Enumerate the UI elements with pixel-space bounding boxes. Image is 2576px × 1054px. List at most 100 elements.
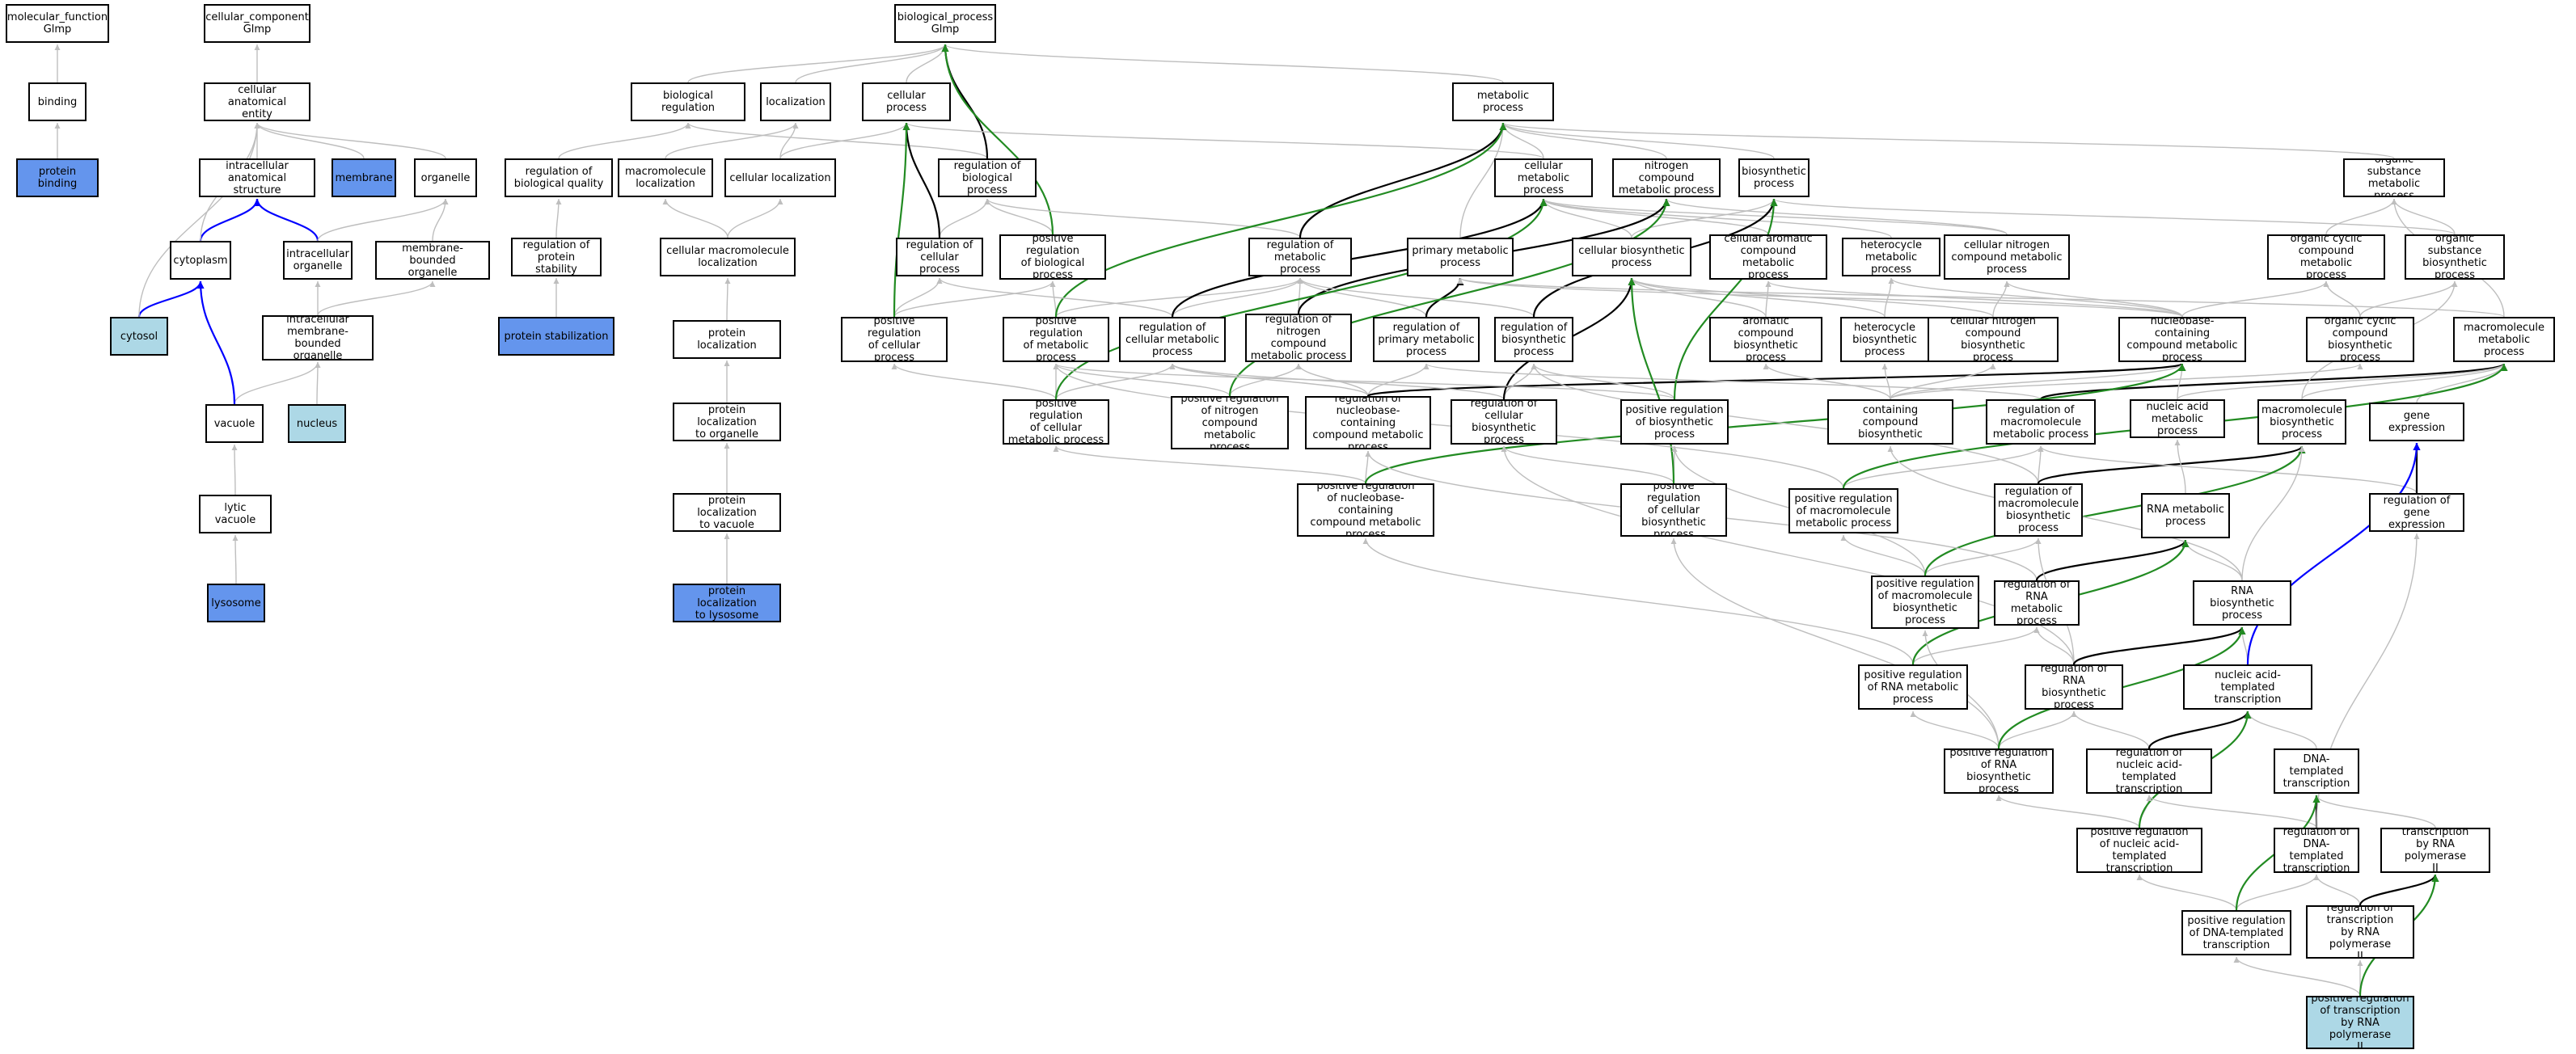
go-term-cacmp[interactable]: cellular aromatic compound metabolic pro… (1709, 234, 1827, 280)
go-term-pregmmp[interactable]: positive regulation of macromolecule met… (1788, 488, 1898, 533)
go-term-regbq[interactable]: regulation of biological quality (505, 158, 613, 197)
edge-regulates (902, 122, 941, 238)
go-term-regrnabp[interactable]: regulation of RNA biosynthetic process (2025, 664, 2123, 710)
go-term-mbo[interactable]: membrane-bounded organelle (375, 241, 490, 280)
go-term-nucleus[interactable]: nucleus (288, 404, 346, 443)
go-term-pregtrnap2[interactable]: positive regulation of transcription by … (2306, 996, 2414, 1049)
go-term-geneexp[interactable]: gene expression (2369, 403, 2464, 441)
go-term-regpmp[interactable]: regulation of primary metabolic process (1373, 317, 1480, 362)
go-term-imbo[interactable]: intracellular membrane-bounded organelle (262, 315, 374, 360)
go-term-hmp[interactable]: heterocycle metabolic process (1842, 238, 1940, 276)
edge-is-a (1998, 710, 2077, 749)
go-term-primp[interactable]: primary metabolic process (1407, 238, 1514, 276)
go-term-rnamp[interactable]: RNA metabolic process (2141, 493, 2230, 538)
go-term-occbp[interactable]: organic cyclic compound biosynthetic pro… (2306, 317, 2414, 362)
go-term-regnatt[interactable]: regulation of nucleic acid-templated tra… (2086, 748, 2212, 794)
go-term-regps[interactable]: regulation of protein stability (511, 238, 602, 276)
go-term-organelle[interactable]: organelle (414, 158, 477, 197)
go-term-bp[interactable]: biological_process Glmp (894, 4, 996, 43)
go-term-mbp[interactable]: macromolecule biosynthetic process (2257, 399, 2346, 445)
go-term-pregmp[interactable]: positive regulation of metabolic process (1003, 317, 1109, 362)
go-term-natt[interactable]: nucleic acid-templated transcription (2183, 664, 2312, 710)
go-term-pregbio[interactable]: positive regulation of biosynthetic proc… (1620, 399, 1729, 445)
edge-is-a (1540, 198, 1769, 235)
go-term-mmp[interactable]: macromolecule metabolic process (2453, 317, 2555, 362)
edge-is-a (2244, 710, 2317, 749)
edge-is-a (1169, 363, 1505, 400)
go-term-pregdtt[interactable]: positive regulation of DNA-templated tra… (2181, 910, 2291, 955)
go-term-cae[interactable]: cellular anatomical entity (204, 82, 310, 121)
go-term-dtt[interactable]: DNA-templated transcription (2274, 748, 2359, 794)
go-term-protstab[interactable]: protein stabilization (498, 317, 614, 356)
go-term-cytoplasm[interactable]: cytoplasm (170, 241, 231, 280)
go-term-nccmp[interactable]: nucleobase-containing compound metabolic… (2118, 317, 2246, 362)
go-term-cncmp[interactable]: cellular nitrogen compound metabolic pro… (1944, 234, 2070, 280)
go-term-cellbio[interactable]: cellular biosynthetic process (1572, 238, 1691, 276)
go-term-regmbp[interactable]: regulation of macromolecule biosynthetic… (1994, 483, 2083, 537)
go-term-lytic[interactable]: lytic vacuole (199, 495, 272, 533)
go-term-regmp[interactable]: regulation of metabolic process (1248, 238, 1352, 276)
go-term-acbp[interactable]: aromatic compound biosynthetic process (1709, 317, 1822, 362)
go-term-cytosol[interactable]: cytosol (110, 317, 168, 356)
go-term-regcmp[interactable]: regulation of cellular metabolic process (1119, 317, 1226, 362)
go-term-pregnatt[interactable]: positive regulation of nucleic acid-temp… (2076, 828, 2202, 873)
go-term-localization[interactable]: localization (760, 82, 831, 121)
go-term-osbp[interactable]: organic substance biosynthetic process (2405, 234, 2505, 280)
go-term-pregbp[interactable]: positive regulation of biological proces… (999, 234, 1106, 280)
edge-is-a (1628, 277, 1886, 318)
go-term-lysosome[interactable]: lysosome (207, 584, 265, 622)
go-term-namp[interactable]: nucleic acid metabolic process (2130, 399, 2225, 438)
go-term-regcp[interactable]: regulation of cellular process (896, 238, 983, 276)
go-term-occmp[interactable]: organic cyclic compound metabolic proces… (2267, 234, 2385, 280)
go-term-ncmp[interactable]: nitrogen compound metabolic process (1612, 158, 1721, 197)
go-term-pregcbp[interactable]: positive regulation of cellular biosynth… (1620, 483, 1727, 537)
go-term-trnap2[interactable]: transcription by RNA polymerase II (2380, 828, 2490, 873)
go-term-pregmbp[interactable]: positive regulation of macromolecule bio… (1871, 575, 1979, 629)
go-term-regbp[interactable]: regulation of biological process (938, 158, 1037, 197)
go-term-mf[interactable]: molecular_function Glmp (6, 4, 109, 43)
go-term-mml[interactable]: macromolecule localization (618, 158, 713, 197)
edge-is-a (317, 198, 449, 242)
edge-part-of (199, 198, 261, 242)
go-term-regcbp[interactable]: regulation of cellular biosynthetic proc… (1451, 399, 1557, 445)
go-term-cmml[interactable]: cellular macromolecule localization (660, 238, 796, 276)
go-term-nccbp[interactable]: nucleobase-containing compound biosynthe… (1827, 399, 1953, 445)
go-term-pregrnabp[interactable]: positive regulation of RNA biosynthetic … (1944, 748, 2054, 794)
go-term-binding[interactable]: binding (28, 82, 87, 121)
go-term-pregcp[interactable]: positive regulation of cellular process (841, 317, 948, 362)
go-term-regnccmp[interactable]: regulation of nucleobase-containing comp… (1305, 396, 1431, 449)
go-term-cellmet[interactable]: cellular metabolic process (1494, 158, 1593, 197)
go-term-pregrnamp[interactable]: positive regulation of RNA metabolic pro… (1858, 664, 1968, 710)
go-term-intra-org[interactable]: intracellular organelle (283, 241, 353, 280)
go-term-plorg[interactable]: protein localization to organelle (673, 403, 781, 441)
edge-is-a (2301, 363, 2507, 400)
go-term-regtrnap2[interactable]: regulation of transcription by RNA polym… (2306, 905, 2414, 959)
go-term-regdtt[interactable]: regulation of DNA-templated transcriptio… (2274, 828, 2359, 873)
go-term-metproc[interactable]: metabolic process (1452, 82, 1554, 121)
go-term-protloc[interactable]: protein localization (673, 320, 781, 359)
go-term-protein-binding[interactable]: protein binding (16, 158, 99, 197)
go-term-bioreg[interactable]: biological regulation (631, 82, 745, 121)
go-term-vacuole[interactable]: vacuole (205, 404, 264, 443)
go-term-regmmp[interactable]: regulation of macromolecule metabolic pr… (1986, 399, 2096, 445)
go-term-rnabp[interactable]: RNA biosynthetic process (2193, 580, 2291, 626)
go-term-regbio[interactable]: regulation of biosynthetic process (1494, 317, 1573, 362)
go-term-celloc[interactable]: cellular localization (724, 158, 836, 197)
go-term-plvac[interactable]: protein localization to vacuole (673, 493, 781, 532)
go-term-hbp[interactable]: heterocycle biosynthetic process (1840, 317, 1929, 362)
go-term-cc[interactable]: cellular_component Glmp (204, 4, 310, 43)
go-term-osmp[interactable]: organic substance metabolic process (2343, 158, 2445, 197)
edge-is-a (1531, 363, 1675, 400)
go-term-ias[interactable]: intracellular anatomical structure (199, 158, 315, 197)
go-term-cellproc[interactable]: cellular process (862, 82, 951, 121)
go-term-pregncmp[interactable]: positive regulation of nitrogen compound… (1171, 396, 1289, 449)
go-term-biosyn[interactable]: biosynthetic process (1738, 158, 1810, 197)
go-term-membrane[interactable]: membrane (332, 158, 396, 197)
go-term-pregcmp[interactable]: positive regulation of cellular metaboli… (1003, 399, 1109, 445)
go-term-pregnccmp[interactable]: positive regulation of nucleobase-contai… (1297, 483, 1434, 537)
go-term-regrnamp[interactable]: regulation of RNA metabolic process (1994, 580, 2080, 626)
go-term-reggeneexp[interactable]: regulation of gene expression (2369, 493, 2464, 532)
go-term-pllys[interactable]: protein localization to lysosome (673, 584, 781, 622)
go-term-cncbp[interactable]: cellular nitrogen compound biosynthetic … (1928, 317, 2059, 362)
go-term-regncmp[interactable]: regulation of nitrogen compound metaboli… (1245, 314, 1352, 362)
